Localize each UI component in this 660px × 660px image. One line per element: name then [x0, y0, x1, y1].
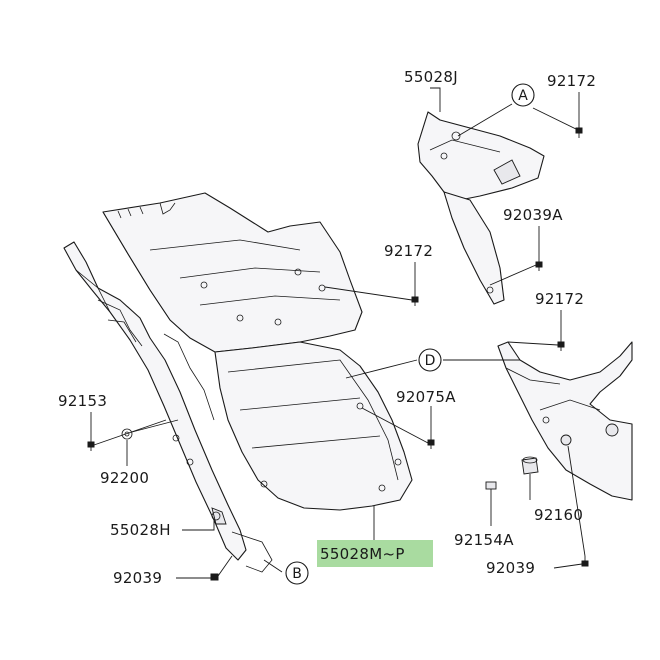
fastener-bolt-92153: [87, 441, 95, 451]
part-callout-92039-right: 92039: [486, 559, 535, 577]
fastener-bolt-92172-mid: [411, 296, 419, 306]
upper-right-bracket: [417, 111, 545, 305]
part-callout-92172-mid: 92172: [384, 242, 433, 260]
part-callout-92172-top: 92172: [547, 72, 596, 90]
part-callout-92200: 92200: [100, 469, 149, 487]
ref-marker-b: B: [285, 561, 309, 585]
ref-marker-d-label: D: [425, 353, 436, 369]
part-callout-92153: 92153: [58, 392, 107, 410]
lower-center-panel: [214, 341, 413, 511]
part-callout-92075A: 92075A: [396, 388, 456, 406]
right-lower-part: [497, 341, 633, 501]
fastener-bolt-92039-left: [210, 573, 219, 581]
fastener-bushing-92160: [521, 456, 539, 475]
part-callout-55028MP: 55028M~P: [320, 545, 405, 563]
part-callout-55028J: 55028J: [404, 68, 458, 86]
ref-marker-b-label: B: [292, 566, 302, 582]
part-callout-92039A: 92039A: [503, 206, 563, 224]
fastener-bolt-92172-right: [557, 341, 565, 351]
ref-marker-d: D: [418, 348, 442, 372]
main-fairing-panel: [102, 192, 363, 353]
fastener-bolt-92039-right: [581, 556, 589, 567]
fastener-bolt-92039A: [535, 261, 543, 271]
part-callout-highlight: [317, 540, 433, 567]
fastener-screw-92154A: [485, 481, 497, 494]
part-callout-92172-right: 92172: [535, 290, 584, 308]
part-callout-92154A: 92154A: [454, 531, 514, 549]
leader-lines: [90, 87, 586, 579]
left-side-strip: [63, 241, 273, 573]
part-callout-55028H: 55028H: [110, 521, 171, 539]
part-callout-92039-left: 92039: [113, 569, 162, 587]
ref-marker-a: A: [511, 83, 535, 107]
fastener-bolt-92075A: [427, 439, 435, 449]
ref-marker-a-label: A: [518, 88, 528, 104]
part-callout-92160: 92160: [534, 506, 583, 524]
